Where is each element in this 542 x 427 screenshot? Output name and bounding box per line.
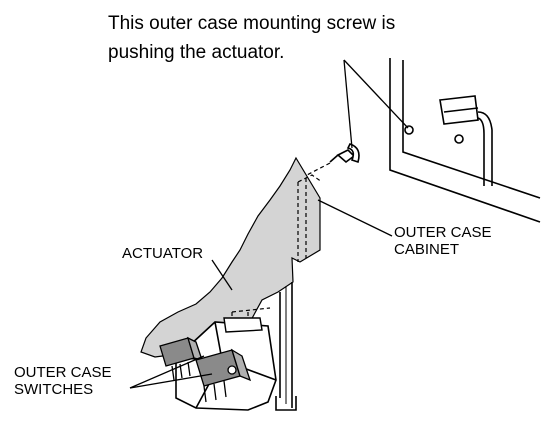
label-outer-case-switches-2: SWITCHES (14, 381, 94, 398)
label-outer-case-switches-1: OUTER CASE (14, 364, 112, 381)
leader-lines (129, 59, 409, 389)
cabinet-panel (389, 58, 541, 223)
cabinet-shaded-panel (140, 156, 321, 358)
screw-insertion-line (304, 162, 331, 177)
actuator-lever (223, 317, 263, 333)
outer-case-switch-upper (159, 336, 203, 381)
label-actuator: ACTUATOR (122, 245, 204, 262)
mounting-screw (329, 143, 360, 164)
caption-line-2: pushing the actuator. (108, 42, 285, 63)
caption-line-1: This outer case mounting screw is (108, 13, 396, 34)
mounting-rails (275, 282, 297, 411)
outer-case-switch-lower (195, 348, 252, 403)
power-cord (439, 95, 493, 186)
label-outer-case-cabinet-2: CABINET (394, 241, 460, 258)
label-outer-case-cabinet-1: OUTER CASE (394, 224, 492, 241)
